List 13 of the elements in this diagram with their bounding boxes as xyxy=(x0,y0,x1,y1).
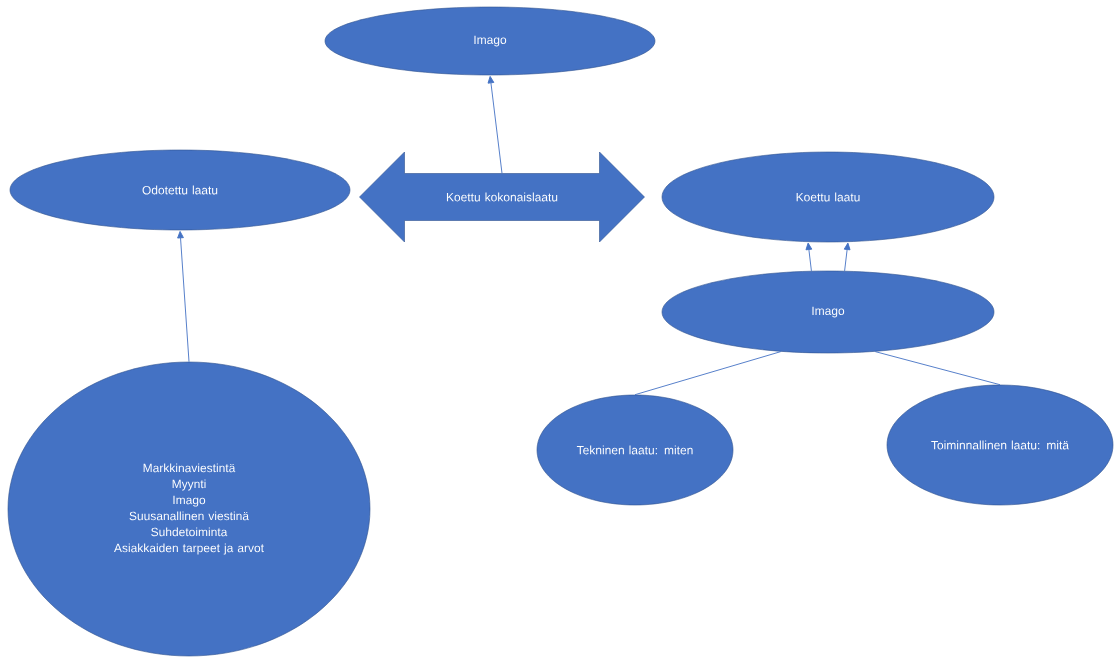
ellipse-node: Koettu laatu xyxy=(661,151,995,243)
arrow xyxy=(805,242,813,272)
arrow xyxy=(487,75,503,174)
arrow xyxy=(843,242,851,272)
ellipse-node: Imago xyxy=(661,270,995,354)
ellipse-node: Markkinaviestintä Myynti Imago Suusanallinen viestinä Suhdetoiminta Asiakkaiden tarpeet ja arvot xyxy=(7,361,371,657)
arrow xyxy=(177,230,190,363)
ellipse-node: Imago xyxy=(324,6,656,76)
connector-line xyxy=(874,351,1001,386)
ellipse-node: Toiminnallinen laatu: mitä xyxy=(886,384,1114,506)
connector-line xyxy=(634,351,782,396)
ellipse-node: Tekninen laatu: miten xyxy=(536,394,734,506)
ellipse-node: Odotettu laatu xyxy=(9,149,351,231)
